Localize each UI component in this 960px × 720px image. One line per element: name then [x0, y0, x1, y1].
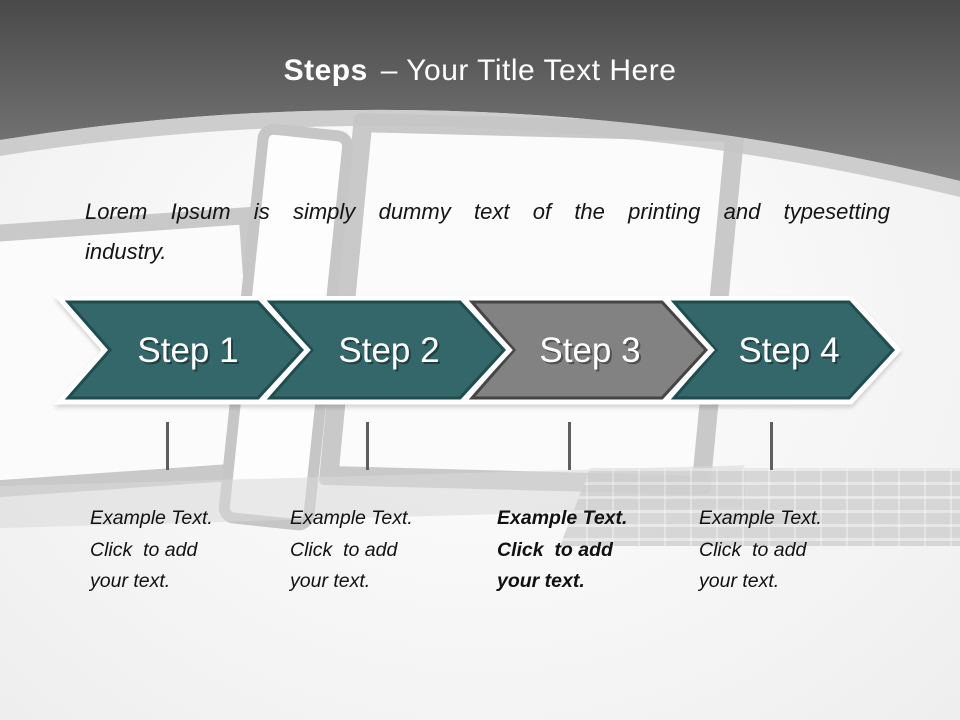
step2-chevron	[255, 296, 513, 405]
step2-connector-line	[366, 422, 369, 470]
header-dark-shape	[0, 0, 960, 181]
header-curve	[0, 0, 960, 197]
intro-text-line2: industry.	[85, 239, 167, 264]
step4-connector-line	[770, 422, 773, 470]
step4-label: Step 4	[738, 331, 839, 370]
step1-chevron	[53, 296, 311, 405]
step1-example-text: Example Text. Click to add your text.	[90, 507, 213, 592]
step3-chevron	[457, 296, 715, 405]
step2-label: Step 2	[338, 331, 439, 370]
step1-connector-line	[166, 422, 169, 470]
laptop-keyboard-silhouette	[560, 468, 960, 546]
step1-label: Step 1	[137, 331, 238, 370]
step3-example-text: Example Text. Click to add your text.	[497, 507, 628, 592]
title-subtitle: – Your Title Text Here	[380, 54, 677, 87]
step1-label-shadow: Step 1	[139, 333, 240, 372]
step2-example-text: Example Text. Click to add your text.	[290, 507, 413, 592]
step3-label: Step 3	[539, 331, 640, 370]
step3-connector-line	[568, 422, 571, 470]
slide-title: Steps – Your Title Text Here	[0, 54, 960, 88]
step2-label-shadow: Step 2	[340, 333, 441, 372]
step4-chevron	[659, 296, 902, 405]
header-light-band	[0, 109, 960, 197]
step4-example-text: Example Text. Click to add your text.	[699, 507, 822, 592]
intro-text-line1: Lorem Ipsum is simply dummy text of the …	[85, 199, 890, 224]
title-keyword: Steps	[283, 54, 368, 87]
step4-label-shadow: Step 4	[740, 333, 841, 372]
steps-arrow-row: Step 1 Step 1 Step 2 Step 2 Step 3 Step …	[53, 296, 902, 405]
step3-label-shadow: Step 3	[541, 333, 642, 372]
